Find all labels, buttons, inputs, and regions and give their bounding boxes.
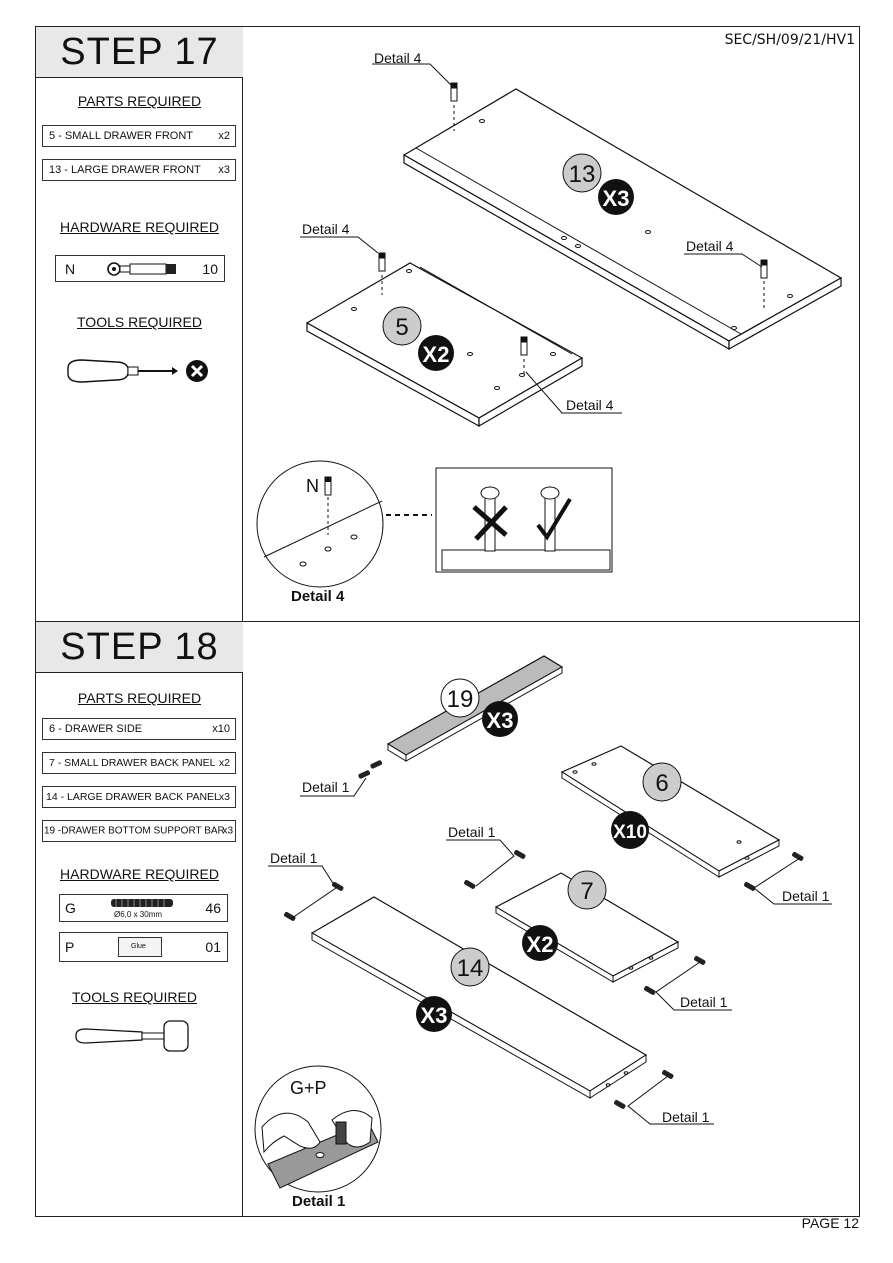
step17-tools-title: TOOLS REQUIRED: [77, 314, 202, 330]
svg-text:19: 19: [447, 686, 474, 713]
part-qty: x2: [218, 130, 230, 142]
cam-bolt: [378, 82, 768, 377]
step18-hardware-row: P Glue 01: [59, 932, 228, 962]
dowel-icon: [111, 899, 173, 907]
detail1-label: Detail 1: [448, 824, 496, 840]
screwdriver-icon: [67, 359, 208, 383]
svg-text:X2: X2: [423, 342, 450, 367]
step18-sidebar: STEP 18 PARTS REQUIRED 6 - DRAWER SIDE x…: [36, 622, 243, 1216]
hardware-code: G: [65, 900, 76, 916]
svg-text:X3: X3: [603, 186, 630, 211]
detail4-inset: N Detail 4: [256, 460, 613, 605]
detail4-label: Detail 4: [566, 397, 614, 413]
svg-text:X2: X2: [527, 932, 554, 957]
part19-badge: 19 X3: [440, 678, 518, 737]
step17-parts-title: PARTS REQUIRED: [77, 93, 202, 109]
detail1-label: Detail 1: [782, 888, 830, 904]
svg-text:7: 7: [580, 878, 593, 905]
svg-text:X3: X3: [421, 1003, 448, 1028]
detail4-label: Detail 4: [374, 50, 422, 66]
step17-diagram: Detail 4 Detail 4 Detail 4 Detail 4 13 X…: [256, 50, 843, 605]
part14-badge: 14 X3: [416, 947, 490, 1032]
step17-part-row: 5 - SMALL DRAWER FRONT x2: [42, 125, 236, 147]
svg-text:X3: X3: [487, 708, 514, 733]
hardware-code: P: [65, 939, 75, 955]
step18-part-row: 7 - SMALL DRAWER BACK PANEL x2: [42, 752, 236, 774]
glue-label: Glue: [131, 943, 146, 950]
mallet-icon: [75, 1020, 189, 1052]
part-name: 19 -DRAWER BOTTOM SUPPORT BAR: [44, 825, 225, 837]
step17-hardware-row: N 10: [55, 255, 225, 282]
step18-title: STEP 18: [36, 622, 243, 673]
part-qty: x3: [218, 164, 230, 176]
detail1-label: Detail 1: [680, 994, 728, 1010]
part-name: 13 - LARGE DRAWER FRONT: [49, 164, 201, 176]
part13-panel: [402, 88, 843, 351]
part-name: 6 - DRAWER SIDE: [49, 723, 143, 735]
svg-text:Detail 4: Detail 4: [291, 588, 345, 605]
glue-bottle-icon: Glue: [118, 937, 162, 957]
part-name: 7 - SMALL DRAWER BACK PANEL: [49, 757, 216, 769]
svg-text:G+P: G+P: [290, 1078, 327, 1098]
detail1-label: Detail 1: [302, 779, 350, 795]
step17-title: STEP 17: [36, 27, 243, 78]
part-qty: x3: [222, 825, 233, 837]
step18-part-row: 14 - LARGE DRAWER BACK PANEL x3: [42, 786, 236, 808]
page-number: PAGE 12: [801, 1215, 859, 1231]
svg-text:13: 13: [569, 161, 596, 188]
detail1-inset: G+P Detail 1: [254, 1065, 382, 1210]
part5-badge: 5 X2: [382, 306, 454, 371]
hardware-qty: 01: [205, 939, 221, 955]
svg-text:N: N: [306, 476, 319, 496]
hardware-spec: Ø6,0 x 30mm: [114, 910, 163, 919]
document-reference: SEC/SH/09/21/HV1: [724, 32, 855, 48]
cam-bolt-icon: [107, 262, 176, 276]
svg-text:6: 6: [655, 770, 668, 797]
svg-text:Detail 1: Detail 1: [292, 1193, 345, 1210]
svg-text:5: 5: [395, 314, 408, 341]
part-qty: x3: [218, 791, 230, 803]
step18-part-row: 19 -DRAWER BOTTOM SUPPORT BAR x3: [42, 820, 236, 842]
detail1-label: Detail 1: [662, 1109, 710, 1125]
step17-sidebar: STEP 17 PARTS REQUIRED 5 - SMALL DRAWER …: [36, 27, 243, 621]
part-name: 14 - LARGE DRAWER BACK PANEL: [46, 791, 220, 803]
dowel-group: [284, 760, 804, 1109]
svg-text:X10: X10: [613, 822, 647, 843]
part7-badge: 7 X2: [522, 870, 607, 961]
step18-diagram: Detail 1 Detail 1 Detail 1 Detail 1 Deta…: [254, 655, 832, 1210]
step18-part-row: 6 - DRAWER SIDE x10: [42, 718, 236, 740]
step18-hardware-row: G Ø6,0 x 30mm 46: [59, 894, 228, 922]
part13-badge: 13 X3: [562, 153, 634, 215]
detail1-label: Detail 1: [270, 850, 318, 866]
hardware-qty: 10: [202, 261, 218, 277]
hardware-code: N: [65, 261, 76, 277]
hardware-qty: 46: [205, 900, 221, 916]
step17-hardware-title: HARDWARE REQUIRED: [60, 219, 219, 235]
step18-tools-title: TOOLS REQUIRED: [72, 989, 197, 1005]
svg-text:14: 14: [457, 955, 484, 982]
detail4-label: Detail 4: [302, 221, 350, 237]
step17-part-row: 13 - LARGE DRAWER FRONT x3: [42, 159, 236, 181]
detail4-label: Detail 4: [686, 238, 734, 254]
part-qty: x10: [212, 723, 230, 735]
step18-parts-title: PARTS REQUIRED: [77, 690, 202, 706]
part-qty: x2: [218, 757, 230, 769]
part-name: 5 - SMALL DRAWER FRONT: [49, 130, 194, 142]
part6-badge: 6 X10: [611, 762, 682, 849]
step18-frame: [35, 621, 860, 1217]
step18-hardware-title: HARDWARE REQUIRED: [60, 866, 219, 882]
